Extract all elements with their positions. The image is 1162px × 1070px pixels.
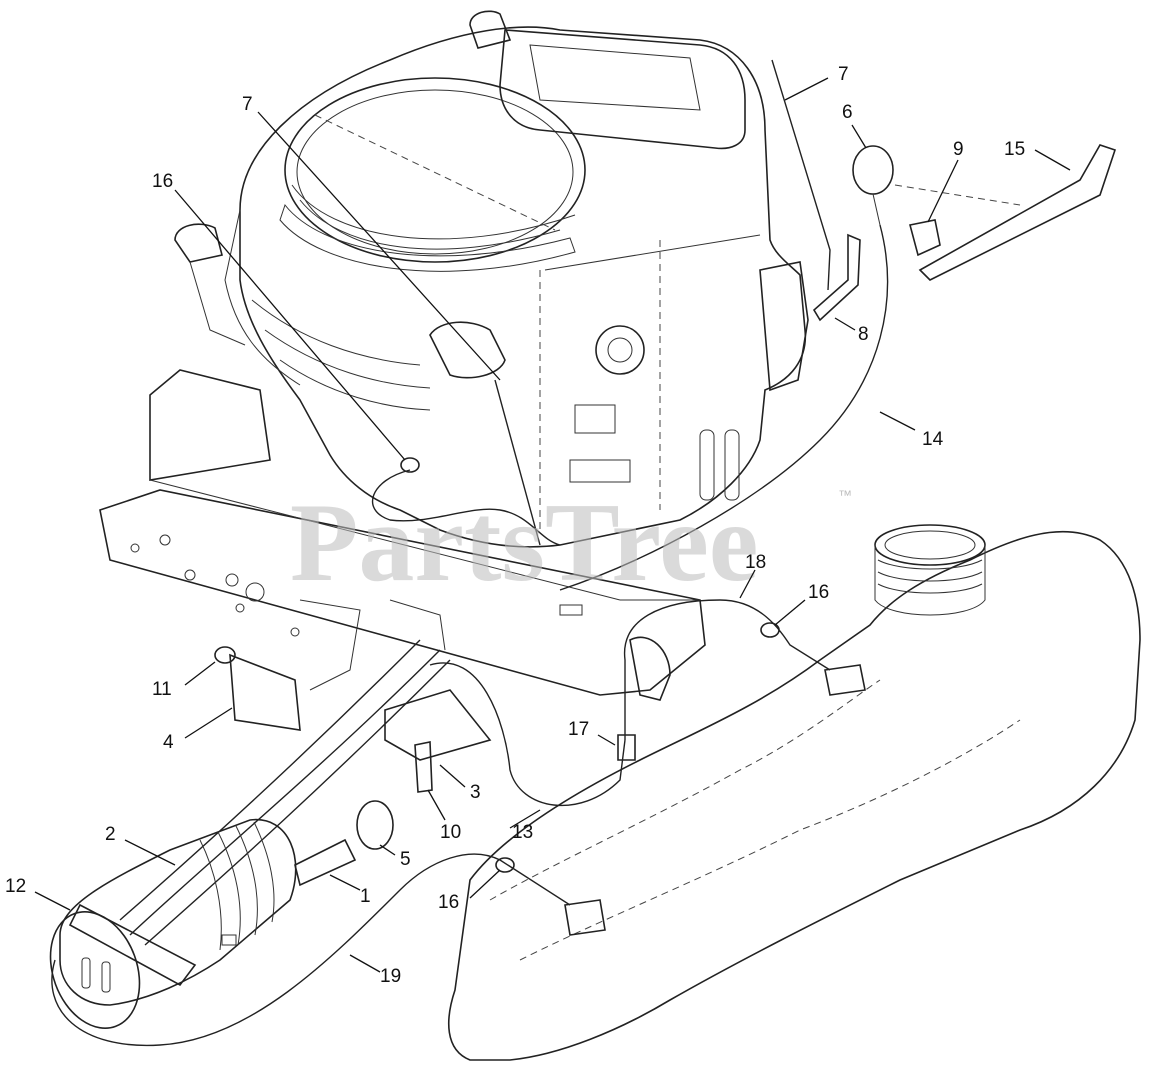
- wire-7-left: [494, 379, 541, 546]
- air-filter-cover: [284, 77, 586, 263]
- hose-19: [51, 853, 571, 1047]
- callouts: 7 7 6 9 15 16 8 14 18 16 11 4 17 3 10 13…: [5, 64, 1025, 987]
- part-1-tube: [294, 838, 357, 887]
- callout-19: 19: [380, 966, 401, 987]
- callout-6: 6: [842, 102, 853, 123]
- hose-fuel-loop: [371, 469, 561, 546]
- part-4-plate: [229, 653, 301, 731]
- hoses: [51, 59, 889, 1047]
- part-17-connector: [617, 734, 636, 761]
- part-16-clamp-a: [400, 457, 420, 473]
- hose-14: [559, 224, 889, 591]
- callout-9: 9: [953, 139, 964, 160]
- charcoal-canister: [49, 818, 297, 1029]
- engine-assembly: [174, 10, 809, 548]
- watermark-brand: PartsTree: [290, 481, 759, 605]
- part-10-bolt: [414, 741, 433, 793]
- callout-5: 5: [400, 849, 411, 870]
- fuel-pump: [595, 325, 645, 375]
- callout-2: 2: [105, 824, 116, 845]
- callout-8: 8: [858, 324, 869, 345]
- part-16-clamp-c: [495, 857, 515, 873]
- hose-13: [429, 662, 626, 807]
- hose-18: [623, 599, 831, 740]
- part-11-nut: [214, 646, 236, 664]
- watermark-tm: ™: [838, 487, 852, 503]
- callout-13: 13: [512, 822, 533, 843]
- callout-18: 18: [745, 552, 766, 573]
- callout-16-low: 16: [438, 892, 459, 913]
- callout-16-mid: 16: [808, 582, 829, 603]
- dipstick-cap: [174, 223, 223, 263]
- watermark: PartsTree ™: [290, 481, 852, 605]
- wire-7-right: [771, 59, 831, 291]
- callout-12: 12: [5, 876, 26, 897]
- part-8-elbow: [812, 233, 861, 322]
- callout-7-left: 7: [242, 94, 253, 115]
- callout-1: 1: [360, 886, 371, 907]
- callout-14: 14: [922, 429, 944, 450]
- engine-top-housing: [499, 29, 746, 150]
- part-9-fitting: [909, 219, 941, 257]
- callout-4: 4: [163, 732, 174, 753]
- callout-10: 10: [440, 822, 461, 843]
- callout-16-top: 16: [152, 171, 173, 192]
- part-5-valve: [356, 800, 394, 850]
- frame-rail: [99, 369, 706, 701]
- callout-3: 3: [470, 782, 481, 803]
- fuel-tank: [447, 524, 1141, 1061]
- fuel-filter-inline: [429, 321, 506, 379]
- part-6-vent: [852, 145, 894, 195]
- callout-17: 17: [568, 719, 589, 740]
- callout-11: 11: [152, 679, 172, 700]
- part-15-strap: [918, 144, 1117, 281]
- part-12-strap: [68, 903, 197, 987]
- part-3-bracket: [384, 689, 492, 761]
- part-16-clamp-b: [760, 622, 780, 638]
- leader-lines: [34, 77, 1071, 973]
- callout-7-right: 7: [838, 64, 849, 85]
- small-parts: [214, 144, 1117, 887]
- callout-15: 15: [1004, 139, 1025, 160]
